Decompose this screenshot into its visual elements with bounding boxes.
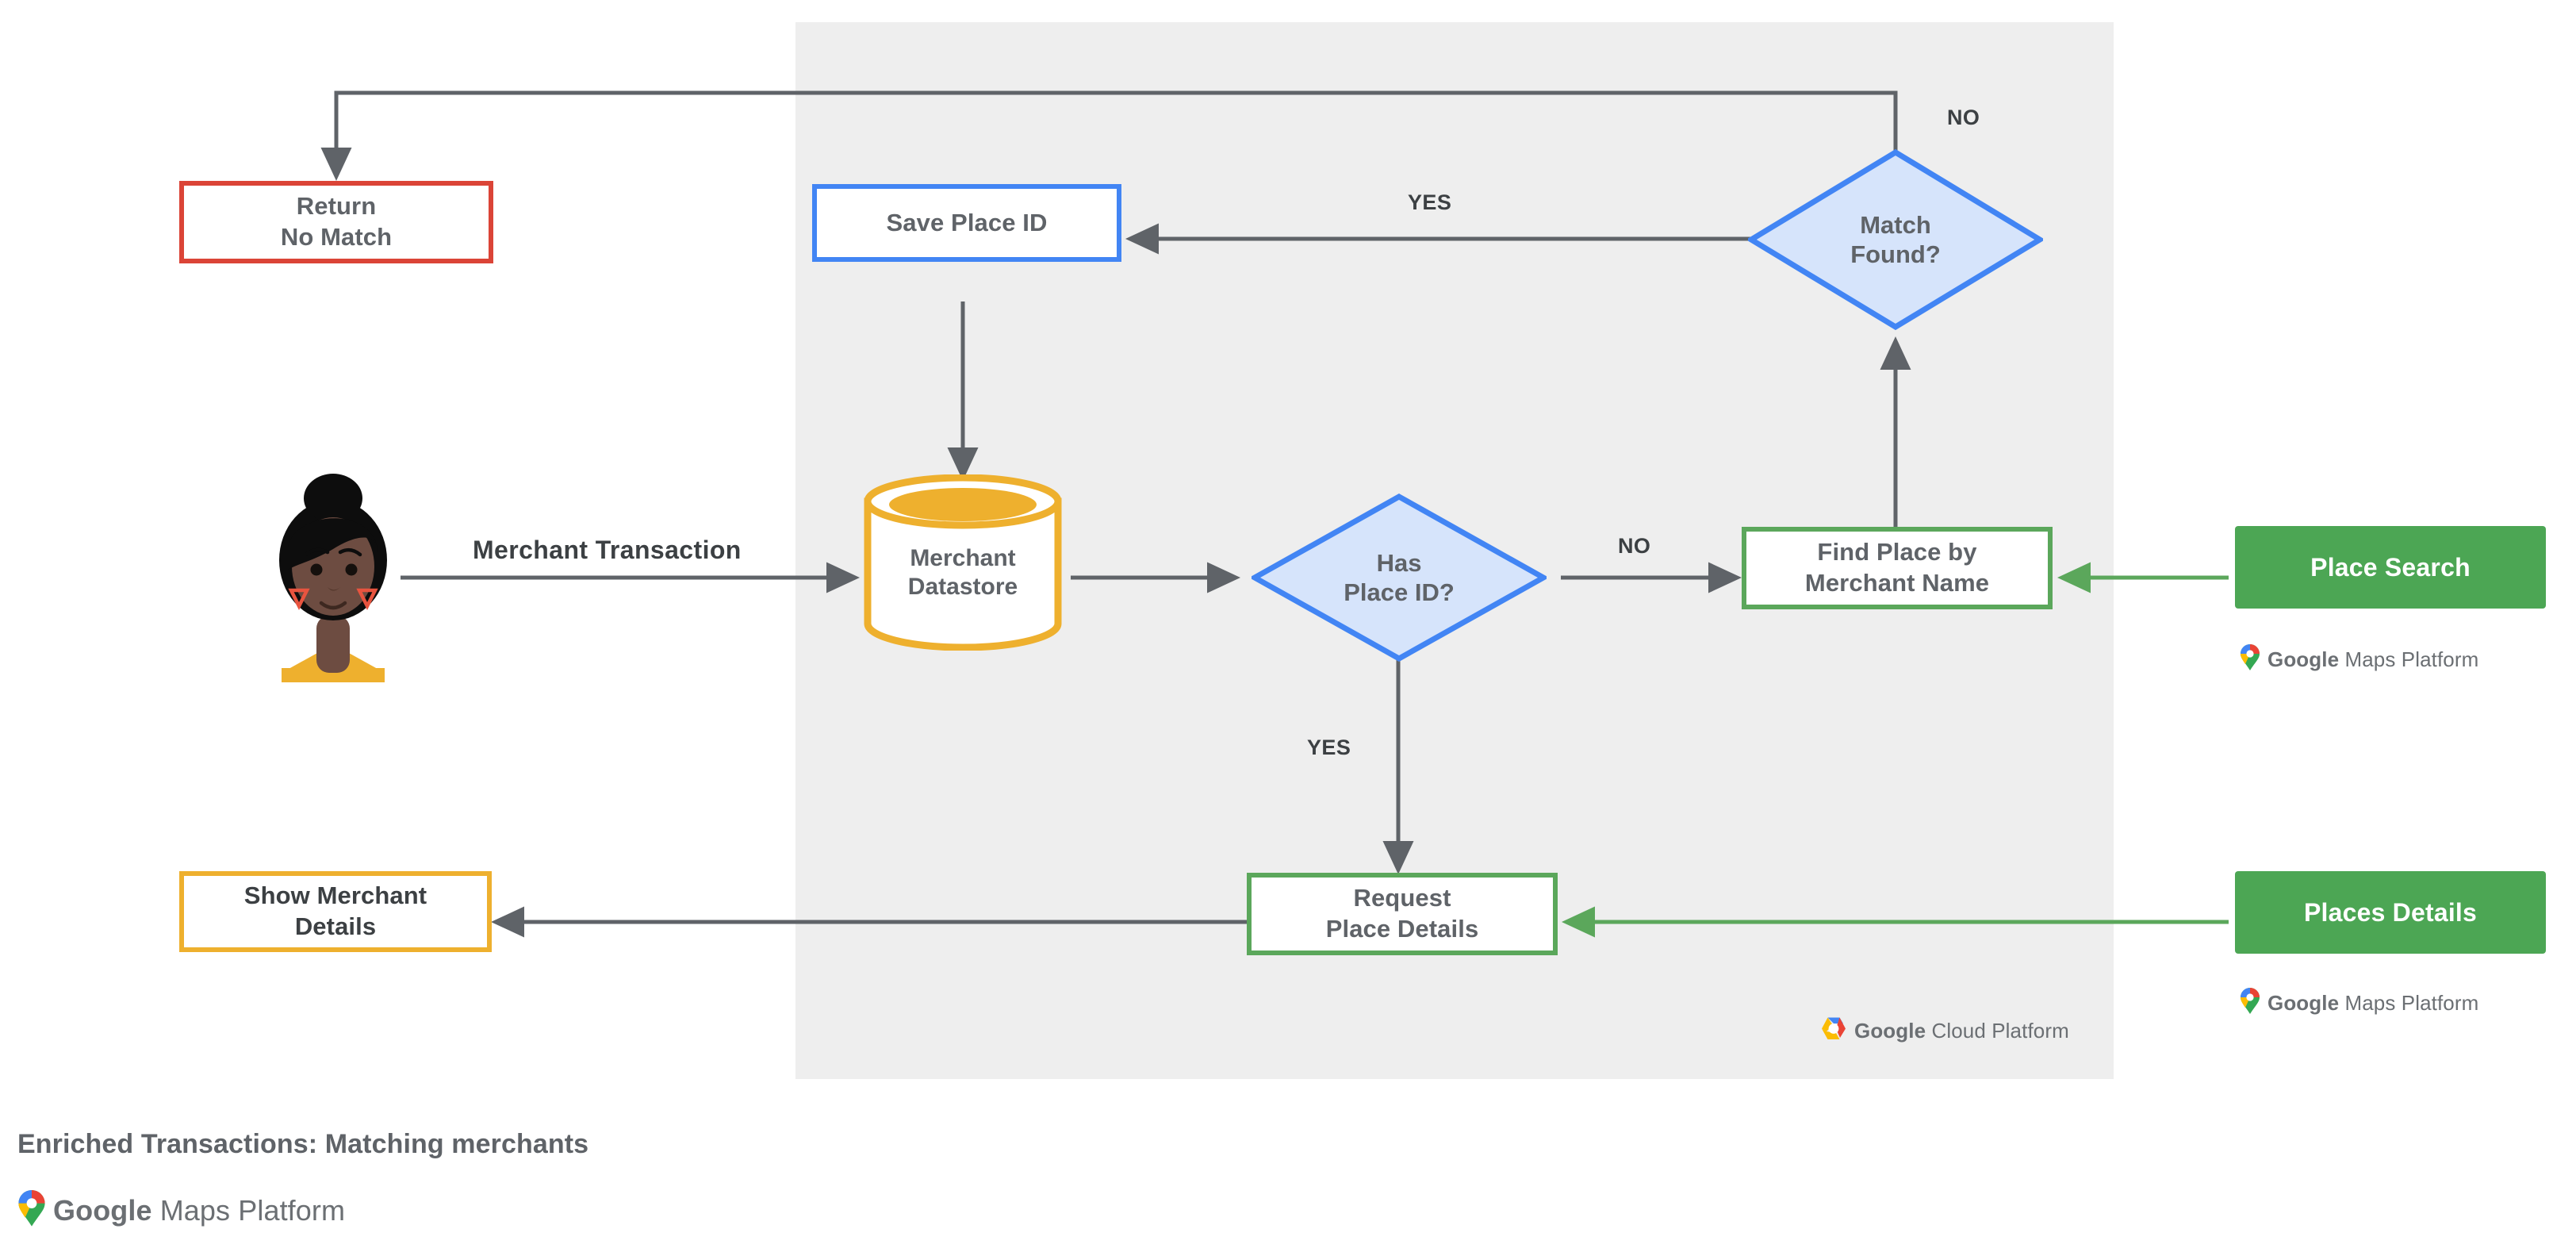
node-request-place-details-line1: Request <box>1353 884 1451 912</box>
edge-label-match-found-yes: YES <box>1408 190 1452 214</box>
maps-platform-logo-places-details: Google Maps Platform <box>2240 988 2478 1019</box>
footer-maps-platform-logo: Google Maps Platform <box>17 1190 345 1231</box>
node-return-no-match-line1: Return <box>296 192 377 221</box>
edge-label-match-found-no: NO <box>1947 106 1980 129</box>
node-find-place-line2: Merchant Name <box>1804 569 1990 597</box>
node-match-found[interactable]: Match Found? <box>1748 149 2043 330</box>
edge-label-merchant-transaction: Merchant Transaction <box>473 536 742 564</box>
gcp-logo-rest: Cloud Platform <box>1931 1018 2069 1043</box>
chip-place-search[interactable]: Place Search <box>2235 526 2546 609</box>
node-has-place-id[interactable]: Has Place ID? <box>1252 494 1547 662</box>
maps-logo-google: Google <box>53 1194 152 1227</box>
maps-platform-logo-text: Google Maps Platform <box>2267 647 2478 672</box>
node-find-place-line1: Find Place by <box>1817 538 1977 566</box>
maps-logo-rest: Maps Platform <box>2344 991 2479 1015</box>
google-cloud-hex-icon <box>1820 1016 1847 1045</box>
node-show-merchant-details-line1: Show Merchant <box>243 881 427 910</box>
node-show-merchant-details-line2: Details <box>294 912 377 940</box>
node-has-place-id-line2: Place ID? <box>1344 578 1455 606</box>
maps-platform-logo-text: Google Maps Platform <box>2267 991 2478 1016</box>
chip-place-search-label: Place Search <box>2310 552 2471 582</box>
chip-places-details[interactable]: Places Details <box>2235 871 2546 954</box>
node-match-found-line1: Match <box>1860 210 1931 239</box>
google-maps-pin-icon <box>17 1190 46 1231</box>
node-merchant-datastore[interactable]: Merchant Datastore <box>861 474 1065 651</box>
node-show-merchant-details[interactable]: Show Merchant Details <box>179 871 492 952</box>
page-title: Enriched Transactions: Matching merchant… <box>17 1129 589 1159</box>
maps-logo-rest: Maps Platform <box>159 1194 346 1227</box>
maps-logo-google: Google <box>2267 991 2340 1015</box>
footer-maps-logo-text: Google Maps Platform <box>53 1194 345 1227</box>
edge-label-has-place-id-yes: YES <box>1307 735 1351 759</box>
node-save-place-id-label: Save Place ID <box>886 208 1048 236</box>
node-return-no-match-line2: No Match <box>280 223 393 251</box>
node-merchant-datastore-line1: Merchant <box>910 545 1016 571</box>
node-merchant-datastore-line2: Datastore <box>907 574 1018 600</box>
edge-label-has-place-id-no: NO <box>1618 534 1651 558</box>
maps-logo-google: Google <box>2267 647 2340 671</box>
node-return-no-match[interactable]: Return No Match <box>179 181 493 263</box>
google-cloud-platform-logo-text: Google Cloud Platform <box>1854 1019 2069 1043</box>
node-request-place-details-line2: Place Details <box>1325 915 1479 943</box>
node-save-place-id[interactable]: Save Place ID <box>812 184 1121 262</box>
google-maps-pin-icon <box>2240 644 2260 675</box>
google-maps-pin-icon <box>2240 988 2260 1019</box>
avatar <box>258 460 408 682</box>
maps-logo-rest: Maps Platform <box>2344 647 2479 671</box>
gcp-logo-google: Google <box>1854 1018 1926 1043</box>
maps-platform-logo-place-search: Google Maps Platform <box>2240 644 2478 675</box>
node-request-place-details[interactable]: Request Place Details <box>1247 873 1558 955</box>
node-has-place-id-line1: Has <box>1376 548 1422 577</box>
node-match-found-line2: Found? <box>1850 240 1941 268</box>
chip-places-details-label: Places Details <box>2303 897 2478 927</box>
node-find-place-by-merchant-name[interactable]: Find Place by Merchant Name <box>1742 527 2053 609</box>
google-cloud-platform-logo: Google Cloud Platform <box>1820 1016 2069 1045</box>
